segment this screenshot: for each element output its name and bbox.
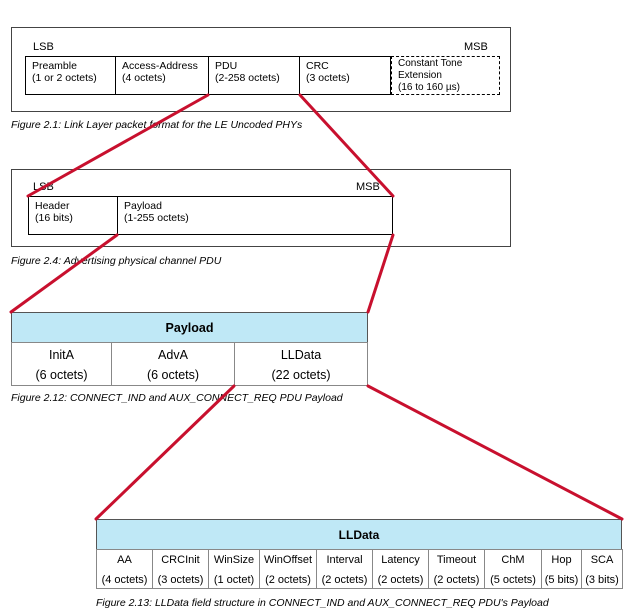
fig1-field-pdu: PDU (2-258 octets) (208, 56, 300, 95)
cte-line3: (16 to 160 µs) (398, 82, 460, 93)
fig2-field-header: Header (16 bits) (28, 196, 118, 235)
field-size: (5 bits) (544, 574, 579, 586)
fig2-caption: Figure 2.4: Advertising physical channel… (11, 255, 222, 267)
fig3-title: Payload (11, 312, 368, 343)
fig2-field-payload: Payload (1-255 octets) (117, 196, 393, 235)
field-name: Hop (551, 554, 572, 566)
field-size: (1 octet) (213, 574, 255, 586)
field-name: CRC (306, 60, 329, 72)
fig4-field-row: AA (4 octets) CRCInit (3 octets) WinSize (1 o… (96, 549, 623, 589)
field-size: (22 octets) (271, 368, 331, 382)
field-size: (4 octets) (122, 72, 166, 84)
field-name: Access-Address (122, 60, 198, 72)
fig1-caption: Figure 2.1: Link Layer packet format for… (11, 119, 303, 131)
field-size: (2 octets) (433, 574, 480, 586)
fig4-field-crcinit: CRCInit (3 octets) (152, 549, 209, 589)
fig1-field-preamble: Preamble (1 or 2 octets) (25, 56, 116, 95)
fig1-msb-label: MSB (464, 41, 488, 53)
field-name: Header (35, 200, 70, 212)
field-size: (2-258 octets) (215, 72, 280, 84)
field-size: (4 octets) (101, 574, 148, 586)
field-size: (1 or 2 octets) (32, 72, 97, 84)
fig3-lldata-right-connector (366, 384, 624, 521)
field-name: Preamble (32, 60, 77, 72)
fig3-field-inita: InitA (6 octets) (11, 342, 112, 386)
field-size: (3 octets) (157, 574, 204, 586)
field-name: PDU (215, 60, 238, 72)
field-name: AdvA (158, 348, 188, 362)
field-size: (1-255 octets) (124, 212, 189, 224)
fig3-field-adva: AdvA (6 octets) (111, 342, 235, 386)
fig1-field-access-address: Access-Address (4 octets) (115, 56, 209, 95)
field-name: Payload (124, 200, 162, 212)
field-name: Latency (381, 554, 420, 566)
fig4-field-sca: SCA (3 bits) (581, 549, 623, 589)
field-name: WinOffset (263, 554, 313, 566)
fig1-field-crc: CRC (3 octets) (299, 56, 391, 95)
field-name: CRCInit (161, 554, 200, 566)
field-name: InitA (48, 348, 74, 362)
fig4-title: LLData (96, 519, 622, 550)
field-size: (6 octets) (35, 368, 88, 382)
fig4-field-hop: Hop (5 bits) (541, 549, 582, 589)
fig4-caption: Figure 2.13: LLData field structure in C… (96, 597, 549, 609)
field-size: (5 octets) (490, 574, 536, 586)
fig4-field-chm: ChM (5 octets) (484, 549, 542, 589)
field-name: ChM (501, 554, 525, 566)
fig3-field-lldata: LLData (22 octets) (234, 342, 368, 386)
fig2-msb-label: MSB (356, 181, 380, 193)
fig3-caption: Figure 2.12: CONNECT_IND and AUX_CONNECT… (11, 392, 343, 404)
field-size: (3 octets) (306, 72, 350, 84)
fig3-lldata-left-connector (94, 384, 236, 521)
field-name: Interval (326, 554, 363, 566)
field-name: LLData (280, 348, 322, 362)
cte-line2: Extension (398, 70, 442, 81)
field-size: (3 bits) (585, 574, 619, 586)
field-size: (2 octets) (321, 574, 368, 586)
field-size: (16 bits) (35, 212, 73, 224)
fig4-field-winoffset: WinOffset (2 octets) (259, 549, 317, 589)
fig1-lsb-label: LSB (33, 41, 54, 53)
fig2-lsb-label: LSB (33, 181, 54, 193)
fig1-field-cte: Constant Tone Extension (16 to 160 µs) (391, 56, 500, 95)
field-name: WinSize (213, 554, 255, 566)
fig4-field-latency: Latency (2 octets) (372, 549, 429, 589)
field-name: Timeout (436, 554, 477, 566)
fig4-field-aa: AA (4 octets) (96, 549, 153, 589)
field-size: (2 octets) (265, 574, 311, 586)
fig4-field-timeout: Timeout (2 octets) (428, 549, 485, 589)
field-size: (2 octets) (377, 574, 424, 586)
cte-line1: Constant Tone (398, 58, 463, 69)
field-name: AA (117, 554, 132, 566)
field-size: (6 octets) (146, 368, 200, 382)
field-name: SCA (590, 554, 614, 566)
fig4-field-winsize: WinSize (1 octet) (208, 549, 260, 589)
fig4-field-interval: Interval (2 octets) (316, 549, 373, 589)
